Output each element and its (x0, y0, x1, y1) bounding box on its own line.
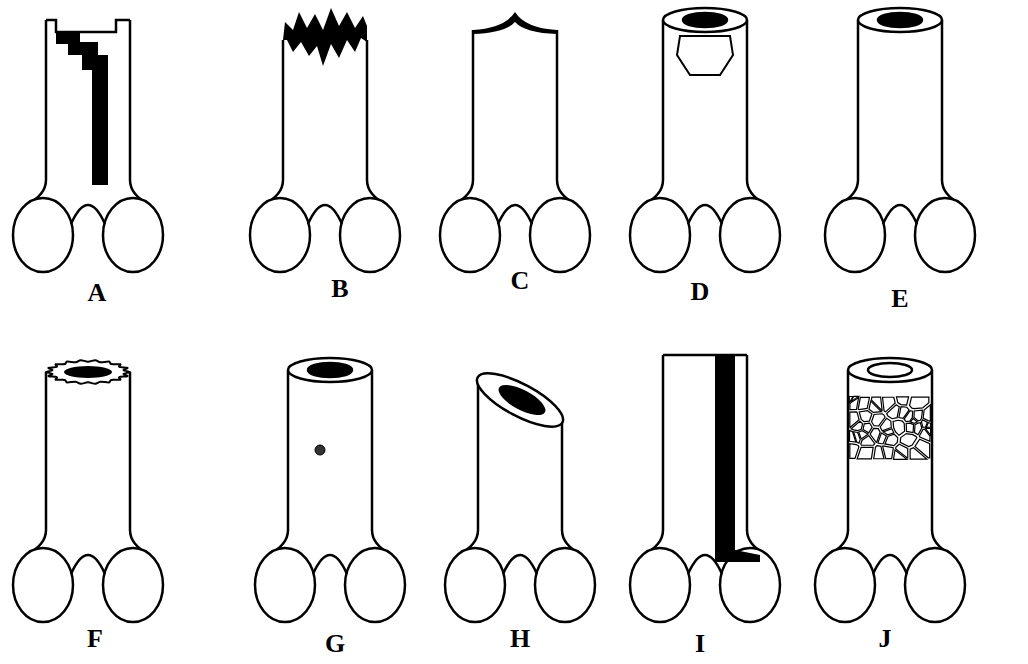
figure-letter: D (691, 279, 710, 305)
femur-drawing (440, 12, 590, 272)
figure-letter: B (331, 276, 348, 302)
femur-drawing (13, 360, 163, 622)
femur-drawing (815, 358, 965, 622)
figure-letter: J (879, 626, 892, 652)
figure-letter: E (891, 286, 908, 312)
figure-letter: I (695, 631, 705, 657)
figure-letter: F (87, 626, 103, 652)
femur-drawing (630, 355, 780, 622)
figure-letter: H (510, 626, 530, 652)
figure-letter: A (88, 280, 107, 306)
femur-drawing (630, 8, 780, 272)
figure-letter: C (511, 268, 530, 294)
femur-drawing (825, 8, 975, 272)
figure-letter: G (325, 631, 345, 657)
femur-drawing (13, 20, 163, 272)
femur-drawing (445, 363, 595, 622)
femur-drawing (255, 358, 405, 622)
femur-drawing (250, 8, 400, 272)
